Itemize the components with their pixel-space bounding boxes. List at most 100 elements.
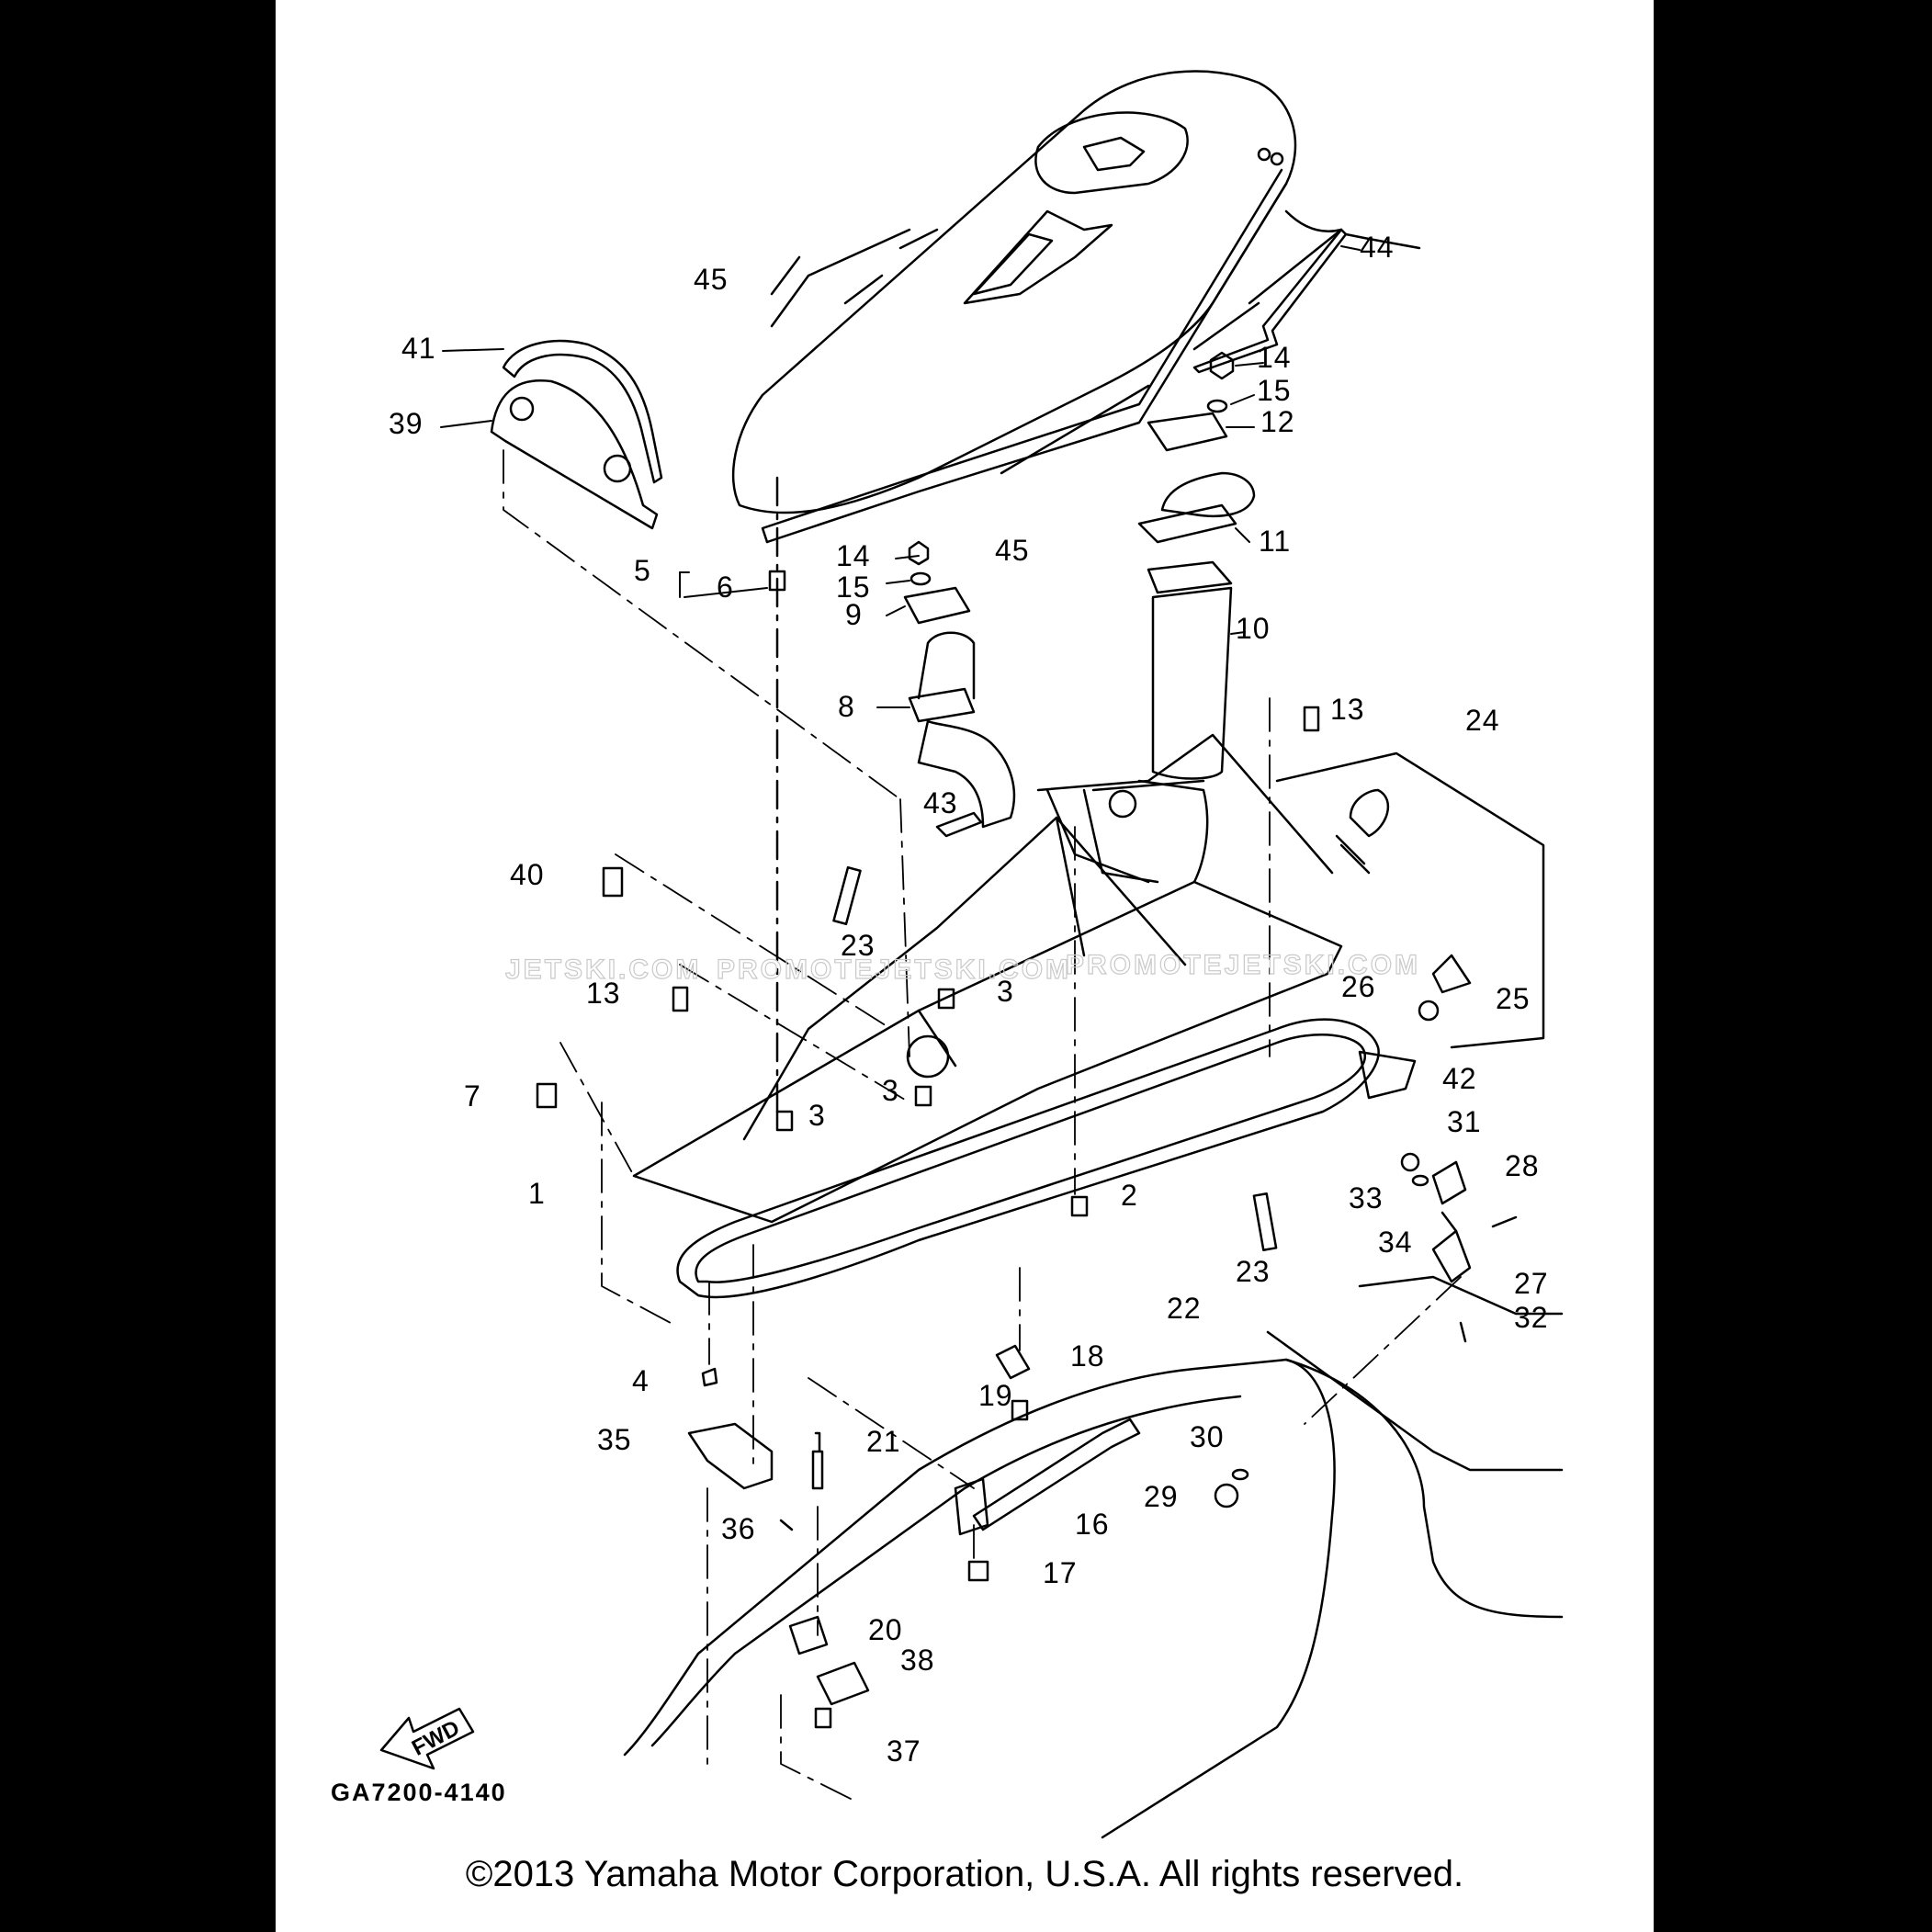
part-20-plate [788,1615,829,1655]
callout-17: 17 [1043,1556,1078,1589]
callout-31: 31 [1447,1105,1482,1138]
callout-39: 39 [389,407,424,440]
part-22-seal [676,1018,1380,1299]
part-13-bolt-upper [1303,706,1320,732]
part-25 [1431,954,1472,994]
callout-29: 29 [1144,1480,1179,1513]
callout-21: 21 [866,1425,901,1458]
diagram-sheet: JETSKI.COM PROMOTEJETSKI.COM PROMOTEJETS… [276,0,1654,1932]
part-14-nut-upper [1209,351,1235,380]
callout-40: 40 [510,858,545,891]
callout-43: 43 [923,786,958,819]
callout-12: 12 [1260,405,1295,438]
callout-28: 28 [1505,1149,1540,1182]
callout-8: 8 [838,690,855,723]
callout-23: 23 [841,929,876,962]
callout-19: 19 [978,1379,1013,1412]
callout-30: 30 [1190,1420,1225,1453]
part-39-bracket [490,379,659,530]
callout-35: 35 [597,1423,632,1456]
part-32-screw [1459,1321,1467,1343]
part-3-nut-c [775,1110,794,1132]
copyright-notice: ©2013 Yamaha Motor Corporation, U.S.A. A… [465,1854,1464,1894]
part-27-latch [1431,1229,1472,1283]
callout-38: 38 [900,1644,935,1677]
callout-42: 42 [1442,1062,1477,1095]
part-41-seal [502,339,663,484]
callout-44: 44 [1360,231,1395,264]
hatch-cover [731,70,1343,544]
part-33-nut [1400,1152,1420,1172]
part-18-bracket [995,1344,1031,1380]
callout-41: 41 [401,332,436,365]
callout-5: 5 [634,554,651,587]
callout-18: 18 [1070,1339,1105,1373]
part-19-bolt [1011,1399,1029,1421]
callout-16: 16 [1075,1508,1110,1541]
callout-23: 23 [1236,1255,1271,1288]
part-16-stay [972,1418,1141,1531]
part-43 [935,811,983,838]
callout-11: 11 [1259,525,1291,558]
callout-37: 37 [887,1734,921,1768]
diagram-code: GA7200-4140 [331,1779,507,1806]
part-23-strip [832,865,862,926]
callout-14: 14 [1257,341,1292,374]
part-28-screw [1491,1215,1518,1228]
part-2-nut [1070,1195,1089,1217]
callout-45: 45 [995,534,1030,567]
part-11-elbow [1137,471,1256,544]
callout-13: 13 [1330,693,1365,726]
part-3-nut-a [937,988,955,1010]
callout-27: 27 [1514,1267,1549,1300]
callout-6: 6 [717,571,734,604]
fwd-arrow [379,1707,475,1770]
hull [623,1275,1564,1839]
part-9-gasket [903,586,971,625]
callout-32: 32 [1514,1301,1549,1334]
part-3-nut-b [914,1085,932,1107]
part-15-washer [910,571,932,586]
callout-45: 45 [694,263,729,296]
part-8-exhaust-pipe [908,631,1016,829]
callout-10: 10 [1236,612,1271,645]
part-17-bolt [967,1560,989,1582]
callout-7: 7 [464,1079,481,1113]
part-15-washer-upper [1206,399,1228,413]
callout-9: 9 [845,598,863,631]
part-34-washer [1411,1174,1429,1187]
callout-26: 26 [1341,970,1376,1003]
part-40-bolt [602,866,624,898]
part-30-washer [1231,1468,1249,1481]
part-26-nut [1418,1000,1440,1022]
part-23-strip-lower [1252,1192,1278,1252]
callout-2: 2 [1121,1179,1138,1212]
callout-36: 36 [721,1512,756,1545]
part-21-pin [811,1431,824,1490]
callout-22: 22 [1167,1292,1202,1325]
fwd-label: FWD [408,1715,464,1760]
callout-4: 4 [632,1364,650,1397]
watermark-2: PROMOTEJETSKI.COM [717,955,1071,985]
callout-3: 3 [808,1099,826,1132]
part-35-hinge [687,1422,774,1490]
part-37-nut [814,1707,832,1729]
engine-hatch [632,733,1343,1224]
callout-13: 13 [586,977,621,1010]
callout-33: 33 [1349,1181,1384,1215]
part-13-bolt [672,986,689,1012]
part-7-bolt [536,1082,558,1109]
callout-34: 34 [1378,1226,1413,1259]
callout-14: 14 [836,539,871,572]
callout-1: 1 [528,1177,546,1210]
part-14-nut [908,540,930,566]
callout-15: 15 [1257,374,1292,407]
part-29-nut [1214,1483,1239,1508]
part-31-plate [1431,1160,1467,1205]
part-24-latch-kit [1275,751,1545,1049]
part-10-hose [1147,560,1233,780]
part-4-cap [701,1367,718,1387]
callout-25: 25 [1496,982,1531,1015]
callout-3: 3 [997,975,1014,1008]
